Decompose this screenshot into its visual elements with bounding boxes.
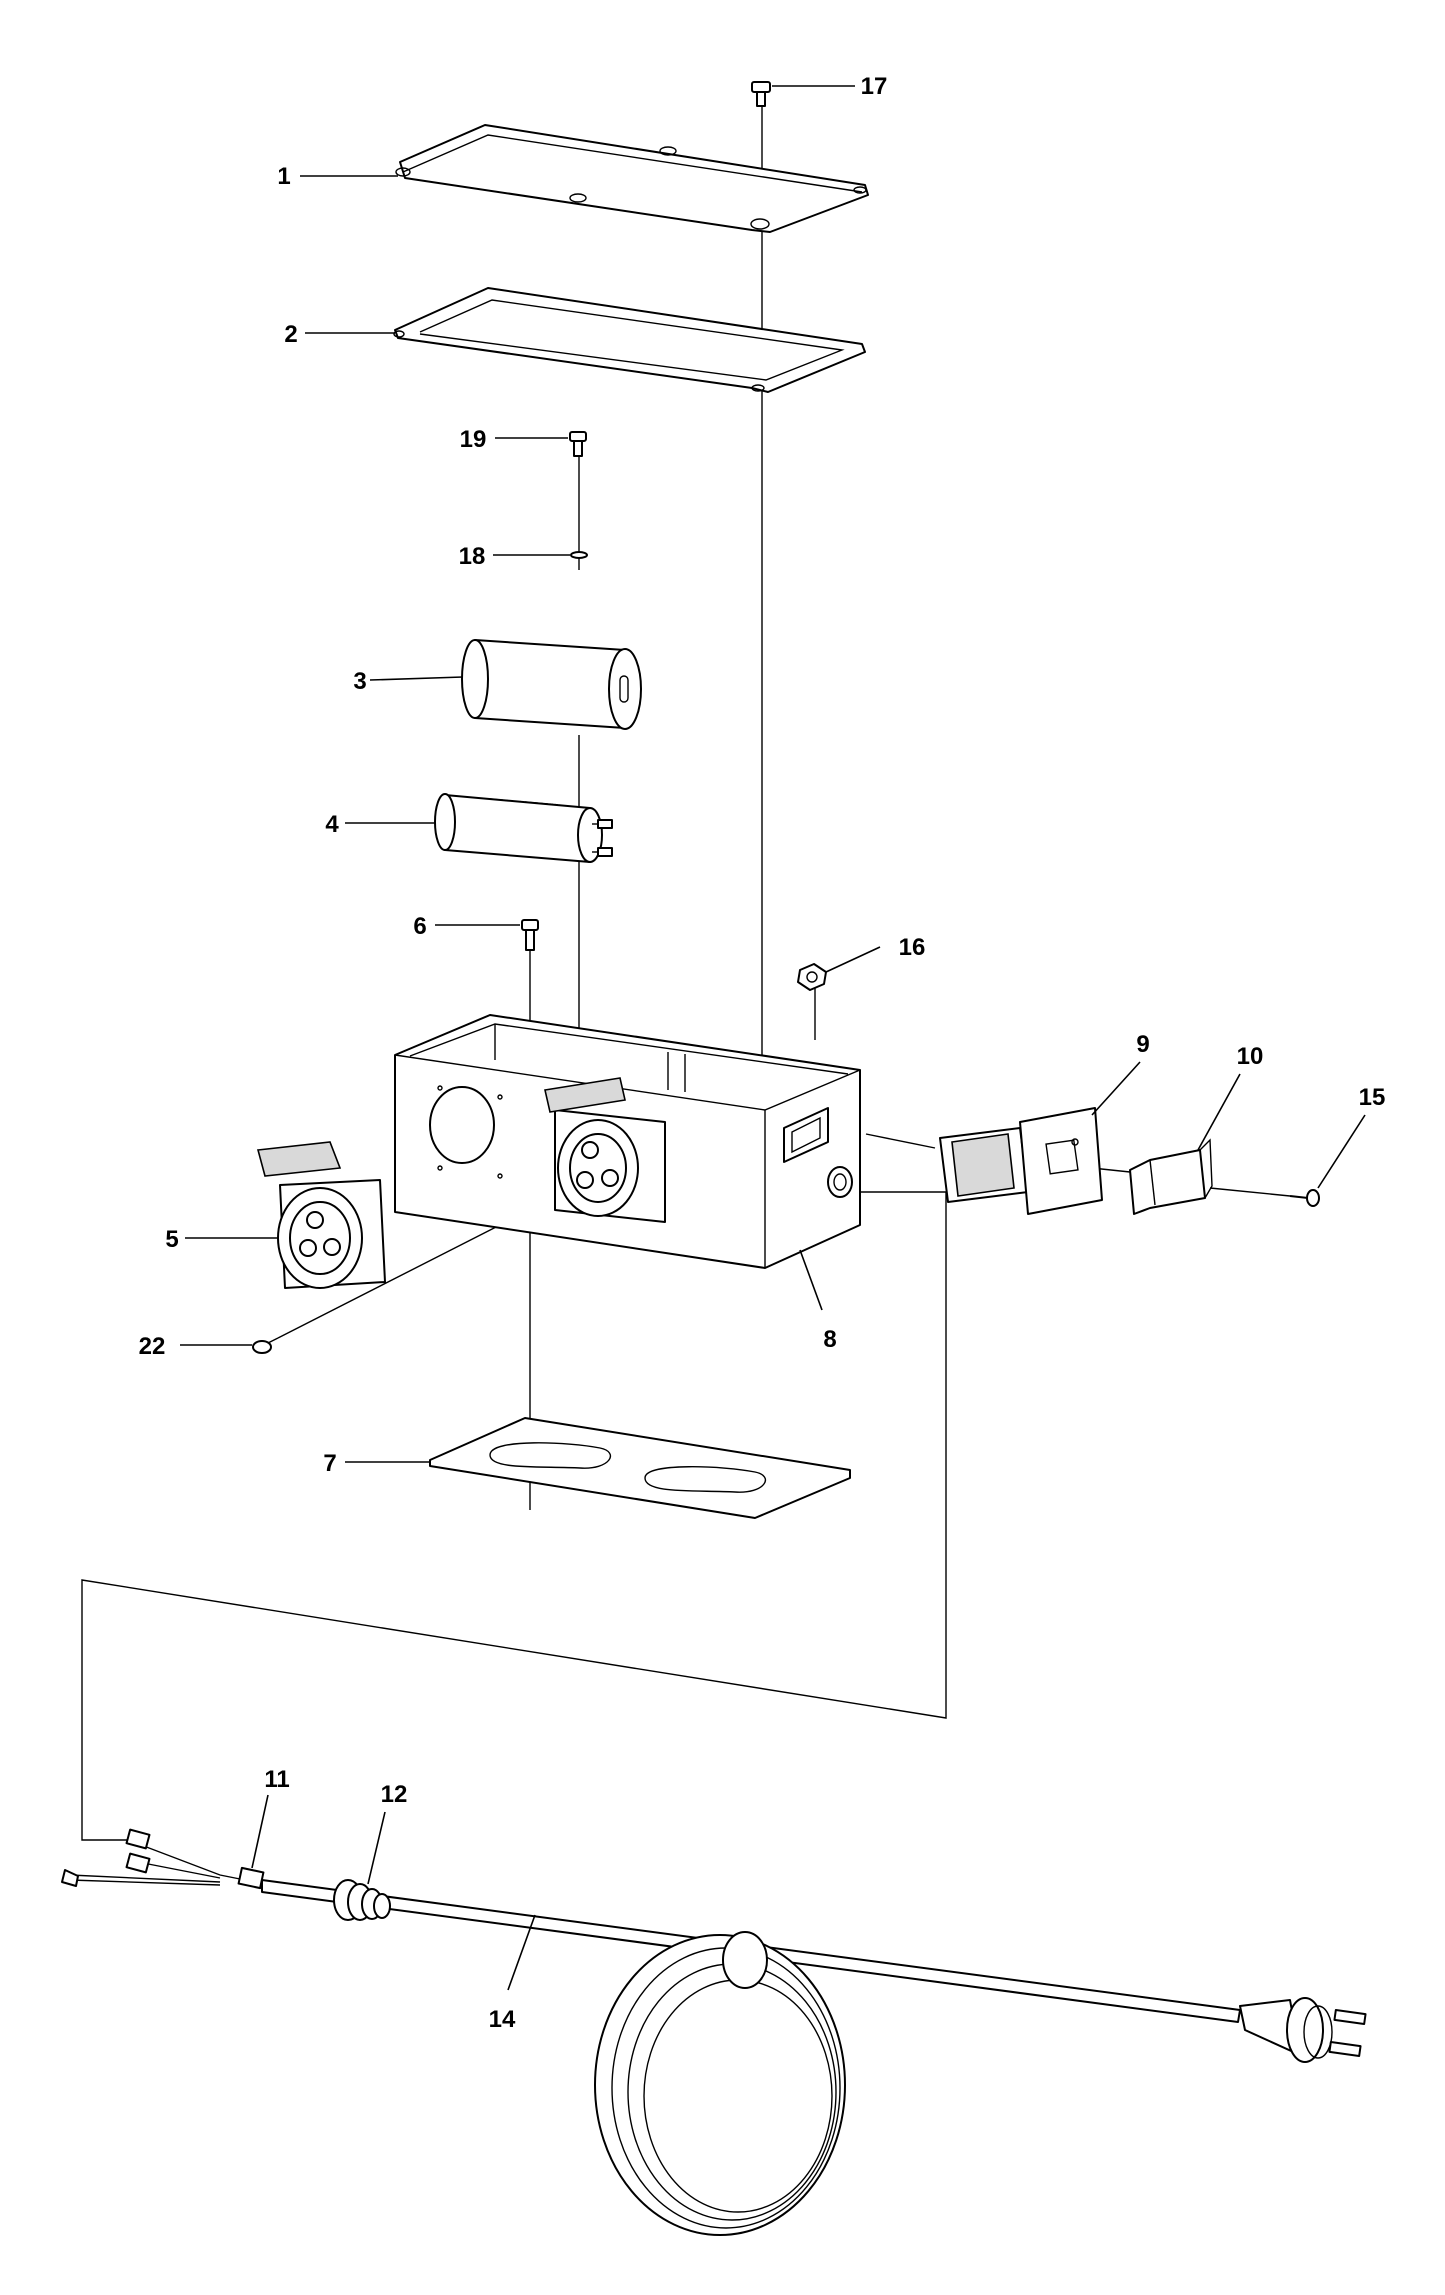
callout-label-11: 11 xyxy=(264,1766,289,1793)
callout-7: 7 xyxy=(323,1450,430,1477)
callout-5: 5 xyxy=(165,1226,278,1253)
callout-19: 19 xyxy=(460,426,568,453)
callout-label-4: 4 xyxy=(325,811,339,838)
callout-3: 3 xyxy=(353,668,464,695)
callout-label-16: 16 xyxy=(899,934,926,961)
callout-8: 8 xyxy=(799,1249,837,1353)
screw-17 xyxy=(751,81,771,107)
nut-16 xyxy=(797,963,827,991)
capacitor-cover-3 xyxy=(461,639,642,730)
screw-19 xyxy=(569,431,587,457)
cable-assembly xyxy=(61,1828,1367,2236)
callout-label-5: 5 xyxy=(165,1226,178,1253)
callout-label-19: 19 xyxy=(460,426,487,453)
callout-label-6: 6 xyxy=(413,913,426,940)
callout-4: 4 xyxy=(325,811,435,838)
callout-label-22: 22 xyxy=(139,1333,166,1360)
callout-14: 14 xyxy=(489,1914,536,2033)
washer-18 xyxy=(570,551,588,559)
callout-6: 6 xyxy=(413,913,520,940)
callout-1: 1 xyxy=(277,163,398,190)
callout-label-8: 8 xyxy=(823,1326,836,1353)
screw-22 xyxy=(252,1337,279,1354)
switch-cover-10 xyxy=(1129,1138,1213,1215)
callout-12: 12 xyxy=(367,1781,408,1885)
screw-15 xyxy=(1289,1189,1320,1207)
screw-6 xyxy=(521,919,539,951)
socket-on-housing xyxy=(544,1077,666,1223)
callout-label-10: 10 xyxy=(1237,1043,1264,1070)
callout-2: 2 xyxy=(284,321,395,348)
callout-9: 9 xyxy=(1091,1031,1150,1116)
callout-10: 10 xyxy=(1197,1043,1264,1151)
callout-label-2: 2 xyxy=(284,321,297,348)
switch-9 xyxy=(939,1107,1103,1215)
callout-label-14: 14 xyxy=(489,2006,516,2033)
callout-15: 15 xyxy=(1317,1084,1386,1189)
bottom-plate-7 xyxy=(429,1417,851,1519)
callout-18: 18 xyxy=(459,543,570,570)
gasket-2 xyxy=(393,287,866,393)
assembly-lines xyxy=(81,100,1291,1841)
callout-label-9: 9 xyxy=(1136,1031,1149,1058)
socket-5 xyxy=(256,1141,386,1289)
cover-1 xyxy=(395,124,869,233)
callout-16: 16 xyxy=(825,934,926,973)
callout-label-12: 12 xyxy=(381,1781,408,1808)
callout-label-15: 15 xyxy=(1359,1084,1386,1111)
callout-label-7: 7 xyxy=(323,1450,336,1477)
callout-label-3: 3 xyxy=(353,668,366,695)
callout-17: 17 xyxy=(772,73,887,100)
callout-label-17: 17 xyxy=(861,73,888,100)
callout-11: 11 xyxy=(251,1766,290,1869)
capacitor-4 xyxy=(434,793,613,863)
callout-label-18: 18 xyxy=(459,543,486,570)
callout-label-1: 1 xyxy=(277,163,290,190)
callout-22: 22 xyxy=(139,1333,252,1360)
